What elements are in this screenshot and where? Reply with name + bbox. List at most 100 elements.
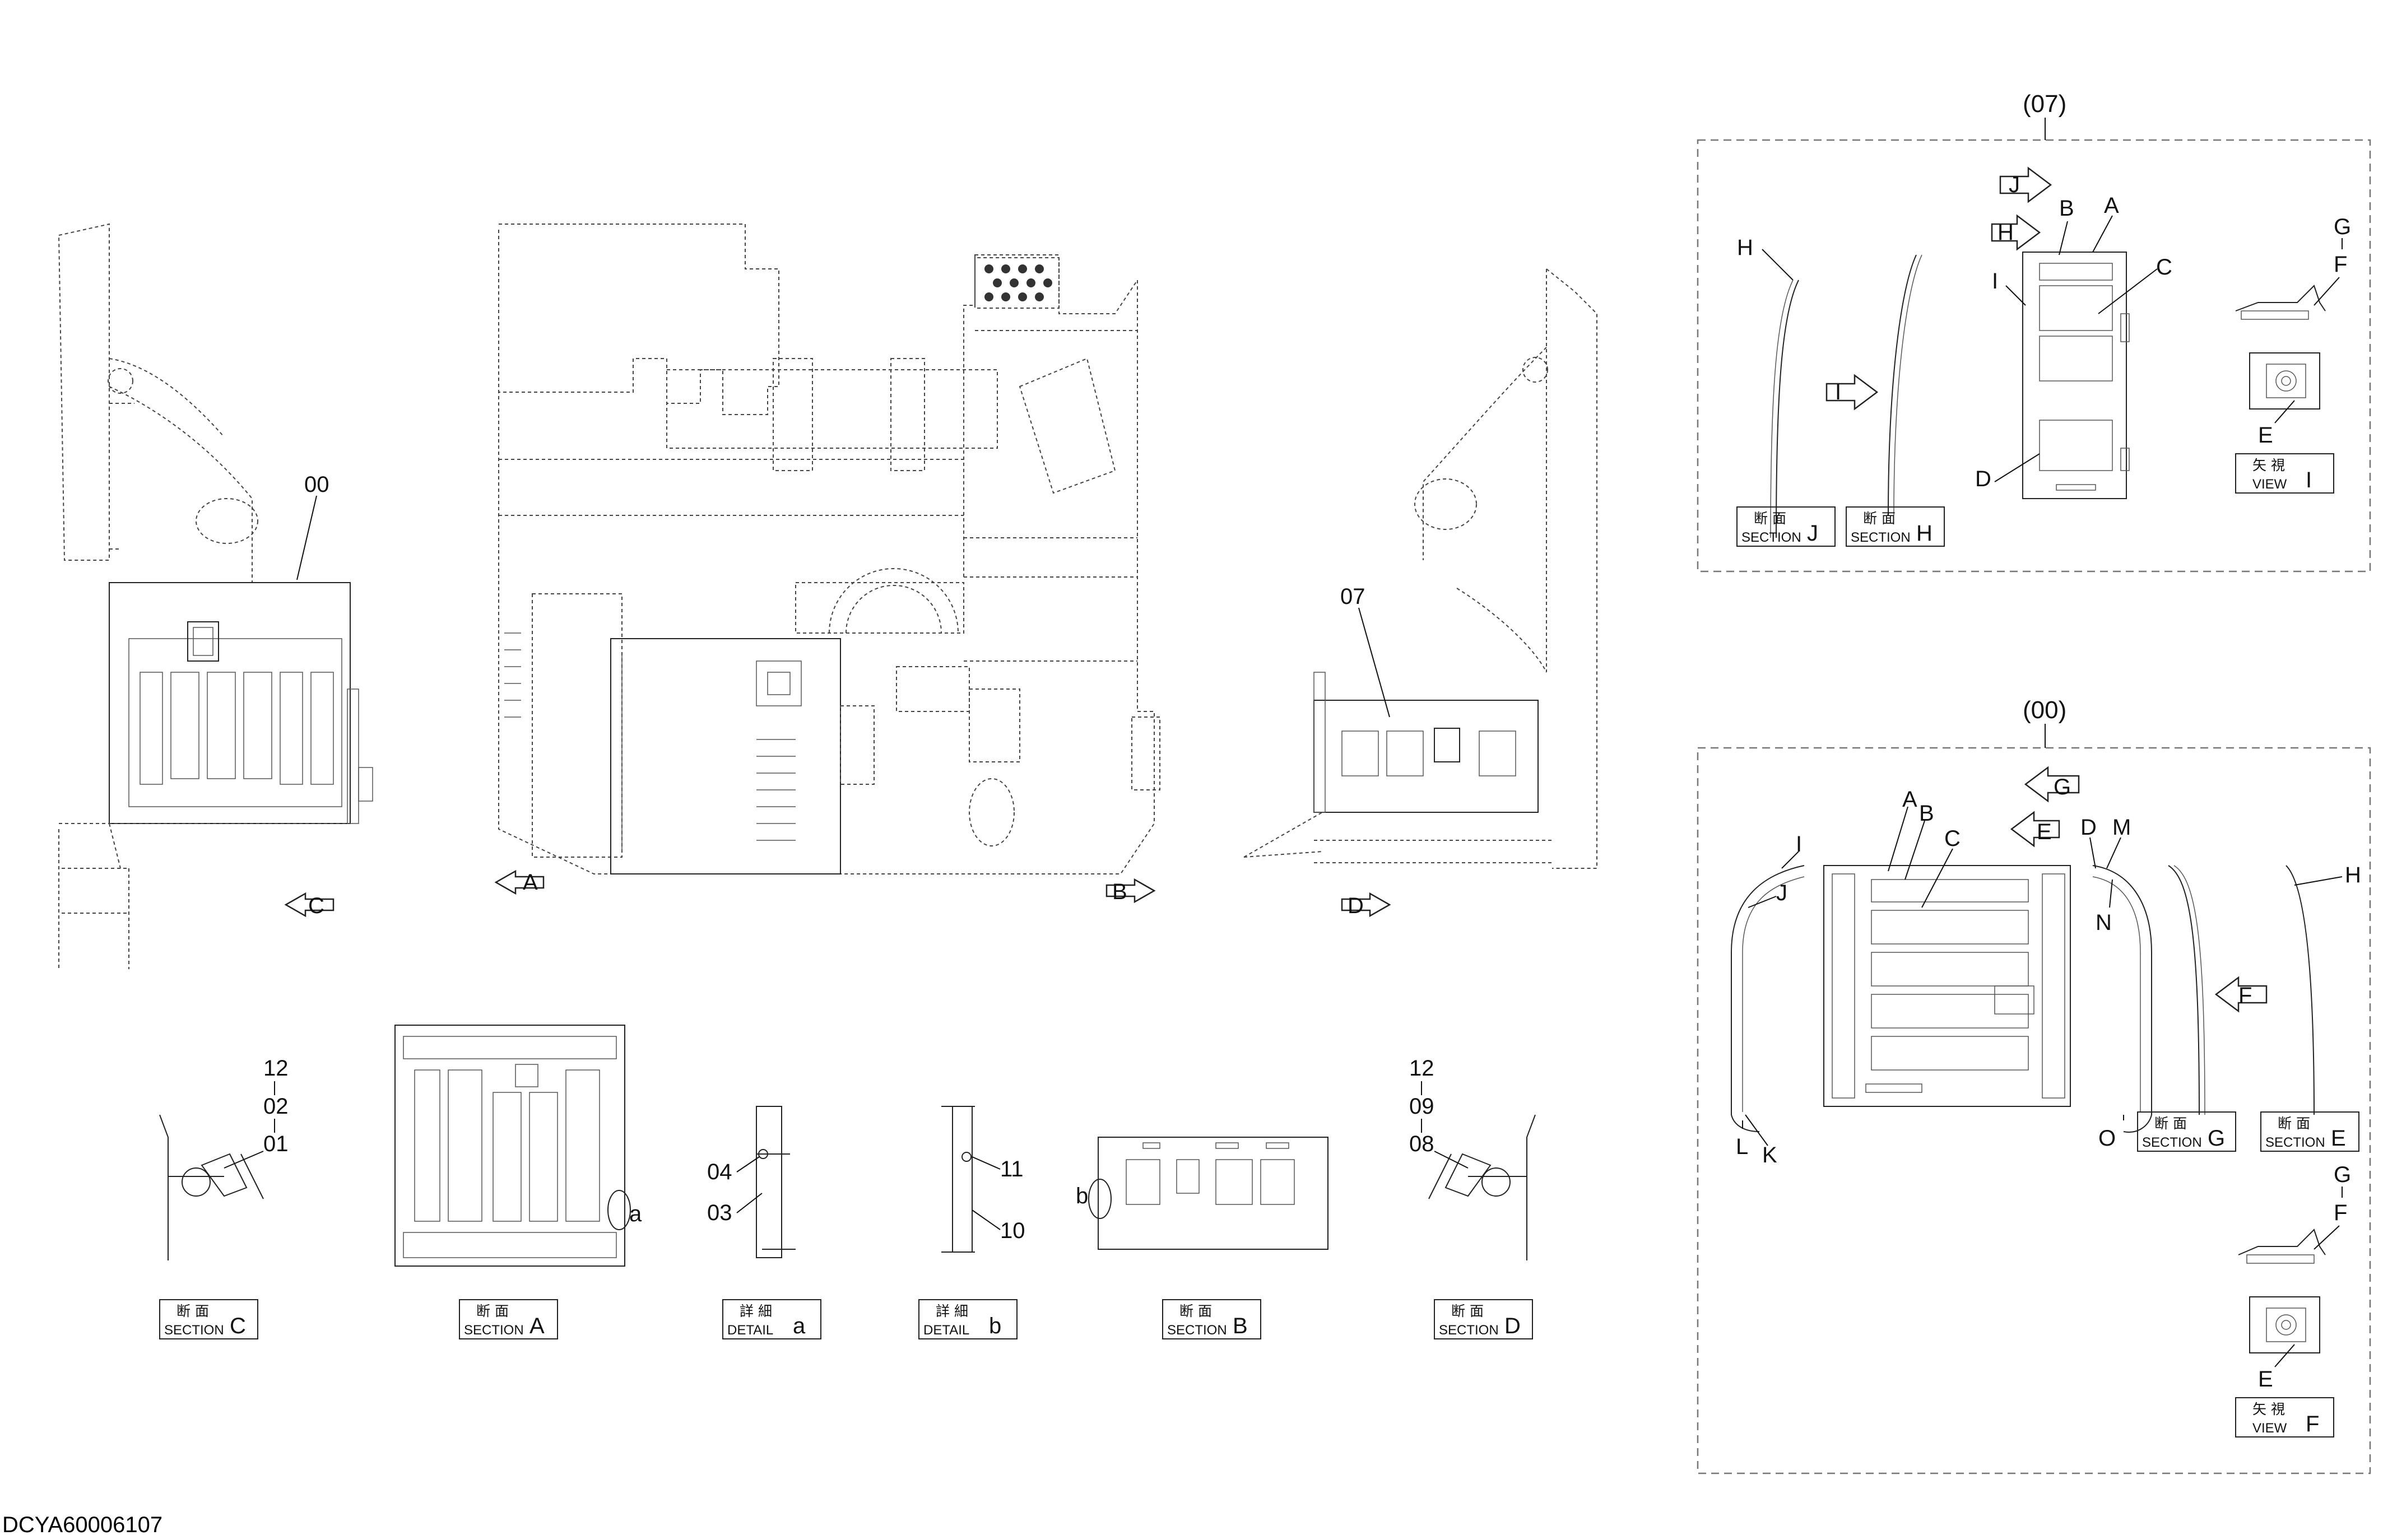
- arrow-H-label: H: [1998, 220, 2014, 245]
- callout-12-left: 12: [263, 1056, 289, 1081]
- letter-00-G: G: [2334, 1162, 2351, 1187]
- svg-text:断 面: 断 面: [2278, 1115, 2310, 1132]
- arrow-B-label: B: [1112, 880, 1127, 904]
- arrow-C-label: C: [308, 894, 324, 918]
- detail-b: 11 10: [941, 1106, 1025, 1253]
- svg-text:SECTION: SECTION: [1741, 530, 1801, 545]
- label-box-view-I: 矢 視 VIEW I: [2235, 453, 2334, 494]
- cover-vents-left: [140, 672, 334, 785]
- svg-text:断 面: 断 面: [1451, 1303, 1484, 1319]
- callout-11: 11: [1000, 1157, 1024, 1181]
- callout-04: 04: [707, 1160, 732, 1184]
- letter-00-L: L: [1736, 1134, 1748, 1159]
- svg-text:D: D: [1504, 1314, 1521, 1338]
- svg-text:矢 視: 矢 視: [2252, 1401, 2285, 1417]
- drawing-code: DCYA60006107: [2, 1513, 163, 1537]
- letter-07-I: I: [1992, 269, 1998, 294]
- callout-detail-a: a: [629, 1202, 642, 1226]
- svg-text:断 面: 断 面: [176, 1303, 209, 1319]
- section-B-detail: b: [1076, 1137, 1328, 1250]
- svg-text:I: I: [2306, 468, 2312, 492]
- callout-03: 03: [707, 1201, 732, 1225]
- svg-text:b: b: [989, 1314, 1001, 1338]
- svg-text:断 面: 断 面: [1754, 510, 1786, 527]
- svg-text:SECTION: SECTION: [464, 1323, 524, 1338]
- letter-07-H1: H: [1737, 235, 1753, 260]
- letter-07-A: A: [2104, 193, 2119, 218]
- svg-text:SECTION: SECTION: [2142, 1135, 2202, 1150]
- arrow-D-label: D: [1348, 894, 1364, 918]
- label-box-section-J: 断 面 SECTION J: [1736, 506, 1836, 547]
- letter-07-D: D: [1975, 467, 1991, 491]
- letter-07-B: B: [2059, 196, 2074, 221]
- svg-text:C: C: [230, 1314, 246, 1338]
- letter-07-E: E: [2258, 423, 2273, 448]
- detail-a: 04 03: [707, 1106, 796, 1258]
- svg-text:E: E: [2331, 1126, 2346, 1151]
- letter-00-F: F: [2334, 1201, 2347, 1225]
- label-box-section-D: 断 面 SECTION D: [1434, 1299, 1533, 1339]
- svg-text:断 面: 断 面: [1179, 1303, 1212, 1319]
- section-A-detail: a: [394, 1025, 642, 1267]
- svg-text:DETAIL: DETAIL: [923, 1323, 969, 1338]
- callout-02: 02: [263, 1094, 289, 1119]
- arrow-E-label: E: [2037, 820, 2052, 844]
- svg-text:F: F: [2306, 1412, 2319, 1436]
- svg-text:断 面: 断 面: [476, 1303, 509, 1319]
- letter-00-H: H: [2345, 863, 2361, 887]
- letter-07-C: C: [2156, 255, 2172, 280]
- callout-01: 01: [263, 1132, 289, 1156]
- letter-00-O: O: [2098, 1126, 2116, 1151]
- arrow-A-label: A: [523, 870, 538, 895]
- cover-slots: [621, 655, 796, 852]
- label-box-section-C: 断 面 SECTION C: [159, 1299, 258, 1339]
- letter-00-E: E: [2258, 1367, 2273, 1392]
- view-arrow-C: C: [284, 892, 335, 918]
- svg-text:VIEW: VIEW: [2252, 1421, 2287, 1436]
- letter-00-C: C: [1944, 826, 1961, 851]
- side-louvers: [504, 632, 521, 718]
- svg-text:断 面: 断 面: [1863, 510, 1896, 527]
- label-box-section-B: 断 面 SECTION B: [1162, 1299, 1261, 1339]
- label-box-detail-b: 詳 細 DETAIL b: [918, 1299, 1018, 1339]
- arrow-J-label: J: [2009, 173, 2020, 197]
- svg-text:詳 細: 詳 細: [936, 1303, 968, 1319]
- letter-00-B: B: [1919, 801, 1934, 826]
- svg-text:矢 視: 矢 視: [2252, 457, 2285, 473]
- label-box-detail-a: 詳 細 DETAIL a: [722, 1299, 821, 1339]
- label-box-section-H: 断 面 SECTION H: [1846, 506, 1945, 547]
- svg-text:SECTION: SECTION: [2265, 1135, 2325, 1150]
- view-arrow-D: D: [1341, 892, 1391, 918]
- perforated-plate: [984, 264, 1052, 301]
- callout-00: 00: [304, 472, 329, 497]
- label-box-section-A: 断 面 SECTION A: [459, 1299, 558, 1339]
- group-07-title: (07): [2023, 90, 2066, 118]
- svg-text:G: G: [2208, 1126, 2225, 1151]
- label-box-section-E: 断 面 SECTION E: [2260, 1111, 2359, 1152]
- right-side-view: [1243, 268, 1597, 869]
- svg-text:SECTION: SECTION: [1851, 530, 1911, 545]
- letter-07-F: F: [2334, 252, 2347, 277]
- section-C-detail: 12 02 01: [159, 1056, 289, 1260]
- svg-text:SECTION: SECTION: [1439, 1323, 1499, 1338]
- svg-text:DETAIL: DETAIL: [727, 1323, 773, 1338]
- view-arrow-A: A: [494, 869, 545, 895]
- letter-00-K: K: [1762, 1143, 1777, 1167]
- callout-12-right: 12: [1409, 1056, 1434, 1081]
- arrow-G-label: G: [2054, 775, 2071, 799]
- svg-text:詳 細: 詳 細: [740, 1303, 772, 1319]
- callout-09: 09: [1409, 1094, 1434, 1119]
- svg-text:B: B: [1233, 1314, 1248, 1338]
- letter-00-D: D: [2080, 815, 2097, 840]
- group-07-box: (07) H I J H B A C I D: [1697, 90, 2371, 573]
- group-00-box: (00) I J K L A B C G E: [1697, 696, 2371, 1474]
- letter-00-J: J: [1776, 881, 1787, 905]
- arrow-I-label: I: [1835, 380, 1841, 404]
- arrow-F-label: F: [2238, 983, 2252, 1008]
- letter-07-G: G: [2334, 215, 2351, 239]
- callout-10: 10: [1000, 1218, 1025, 1243]
- letter-00-N: N: [2096, 910, 2112, 935]
- svg-text:SECTION: SECTION: [164, 1323, 224, 1338]
- callout-07: 07: [1340, 584, 1365, 609]
